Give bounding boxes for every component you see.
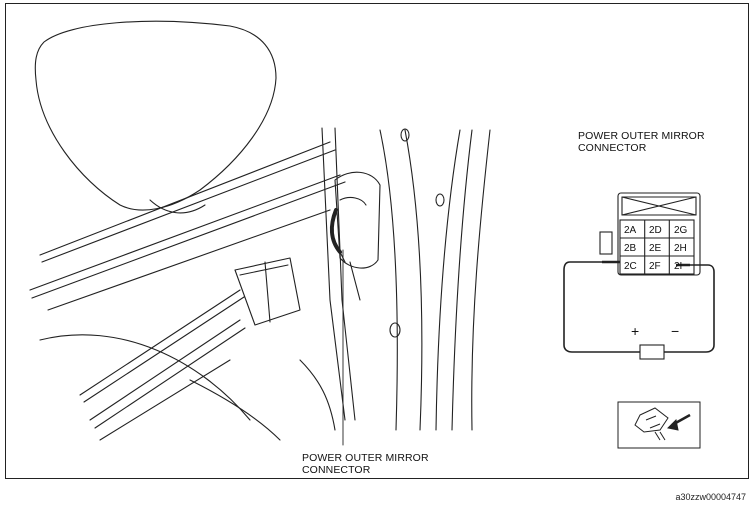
connector-pins: 2A 2D 2G 2B 2E 2H 2C 2F 2I [624, 225, 688, 272]
label-line: CONNECTOR [302, 464, 371, 476]
figure-code: a30zzw00004747 [675, 492, 746, 502]
connector-detail [563, 192, 715, 360]
pin-label: 2C [624, 261, 637, 272]
pin-label: 2I [674, 261, 682, 272]
side-mirror [34, 20, 277, 211]
pin-label: 2E [649, 243, 662, 254]
trim-bracket [334, 171, 381, 269]
control-rod [79, 289, 241, 396]
pin-label: 2D [649, 225, 662, 236]
pin-label: 2H [674, 243, 687, 254]
diagram-frame [5, 3, 749, 479]
negative-terminal-symbol: − [671, 323, 679, 339]
pin-label: 2B [624, 243, 637, 254]
window-channel [39, 141, 331, 256]
positive-terminal-symbol: + [631, 323, 639, 339]
label-line: CONNECTOR [578, 142, 647, 154]
test-lead-positive [563, 261, 640, 353]
test-lead-negative [664, 264, 715, 353]
connector-housing [617, 192, 701, 276]
connector-title-right: POWER OUTER MIRROR CONNECTOR [578, 130, 705, 154]
pin-label: 2G [674, 225, 688, 236]
label-line: POWER OUTER MIRROR [302, 452, 429, 464]
connector-title-bottom: POWER OUTER MIRROR CONNECTOR [302, 452, 429, 476]
connector-location-icon [617, 401, 701, 449]
battery [639, 344, 665, 360]
label-line: POWER OUTER MIRROR [578, 130, 705, 142]
pin-label: 2A [624, 225, 637, 236]
pin-label: 2F [649, 261, 661, 272]
door-pillar [321, 127, 346, 421]
wire-harness [329, 208, 342, 254]
regulator-motor [234, 257, 301, 326]
